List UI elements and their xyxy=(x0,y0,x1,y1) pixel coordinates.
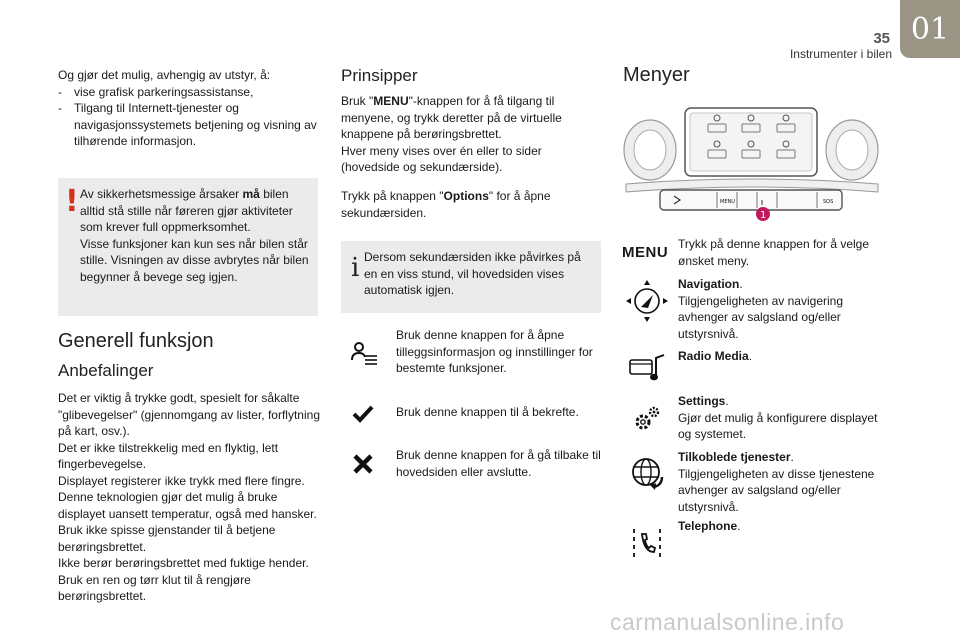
warning-box: ! Av sikkerhetsmessige årsaker må bilen … xyxy=(58,178,318,316)
options-button-text: Bruk denne knappen for å åpne tilleggsin… xyxy=(396,328,593,375)
warning-icon: ! xyxy=(65,184,79,219)
back-button-text: Bruk denne knappen for å gå tilbake til … xyxy=(396,448,601,479)
radio-media-icon xyxy=(628,352,668,382)
cross-icon xyxy=(352,453,374,475)
intro-lead: Og gjør det mulig, avhengig av utstyr, å… xyxy=(58,68,271,82)
svg-text:SOS: SOS xyxy=(823,199,833,205)
section-title: Instrumenter i bilen xyxy=(789,47,892,61)
menu-item-radio-media: Radio Media. xyxy=(678,349,753,363)
menu-item-connected-services: Tilkoblede tjenester. Tilgjengeligheten … xyxy=(678,450,875,514)
recommendations-heading: Anbefalinger xyxy=(58,361,154,380)
svg-text:MENU: MENU xyxy=(720,199,735,205)
paragraph: Det er ikke tilstrekkelig med en flyktig… xyxy=(58,440,279,472)
menu-item-navigation: Navigation. Tilgjengeligheten av naviger… xyxy=(678,277,843,341)
paragraph: Bruk ikke spisse gjenstander til å betje… xyxy=(58,523,276,554)
general-heading: Generell funksjon xyxy=(58,330,214,352)
navigation-icon xyxy=(624,278,670,324)
menu-key-text: Trykk på denne knappen for å velge ønske… xyxy=(678,237,870,268)
connected-services-icon xyxy=(628,455,666,493)
info-text: Dersom sekundærsiden ikke påvirkes på en… xyxy=(364,250,581,297)
intro-list: vise grafisk parkeringsassistanse, Tilga… xyxy=(58,84,320,150)
svg-text:1: 1 xyxy=(760,210,766,221)
options-icon xyxy=(350,340,378,366)
menu-item-settings: Settings. Gjør det mulig å konfigurere d… xyxy=(678,394,878,441)
paragraph: Displayet registerer ikke trykk med fler… xyxy=(58,473,305,488)
principles-heading: Prinsipper xyxy=(341,66,418,85)
paragraph: Bruk en ren og tørr klut til å rengjøre … xyxy=(58,572,251,604)
paragraph: Det er viktig å trykke godt, spesielt fo… xyxy=(58,391,320,438)
warning-text: Av sikkerhetsmessige årsaker må bilen al… xyxy=(80,187,309,284)
paragraph: Denne teknologien gjør det mulig å bruke… xyxy=(58,490,317,521)
recommendations-text: Det er viktig å trykke godt, spesielt fo… xyxy=(58,390,320,605)
chapter-tab: 01 xyxy=(900,0,960,58)
menus-heading: Menyer xyxy=(623,64,690,86)
menu-item-telephone: Telephone. xyxy=(678,519,741,533)
list-item: vise grafisk parkeringsassistanse, xyxy=(58,84,320,101)
settings-icon xyxy=(632,404,662,434)
telephone-icon xyxy=(630,526,664,560)
paragraph: Ikke berør berøringsbrettet med fuktige … xyxy=(58,556,309,570)
paragraph: Hver meny vises over én eller to sider (… xyxy=(341,143,542,175)
paragraph: Bruk "MENU"-knappen for å få tilgang til… xyxy=(341,94,562,141)
checkmark-icon xyxy=(352,405,374,423)
info-box: i Dersom sekundærsiden ikke påvirkes på … xyxy=(341,241,601,313)
options-paragraph: Trykk på knappen "Options" for å åpne se… xyxy=(341,189,551,220)
info-icon: i xyxy=(351,253,360,283)
list-item: Tilgang til Internett-tjenester og navig… xyxy=(58,100,320,150)
dashboard-illustration: MENU SOS 1 xyxy=(622,100,882,233)
menu-key-label: MENU xyxy=(622,244,669,261)
watermark: carmanualsonline.info xyxy=(610,609,845,635)
page-number: 35 xyxy=(873,30,890,47)
principles-text: Bruk "MENU"-knappen for å få tilgang til… xyxy=(341,93,603,176)
confirm-button-text: Bruk denne knappen til å bekrefte. xyxy=(396,405,579,419)
intro-block: Og gjør det mulig, avhengig av utstyr, å… xyxy=(58,67,320,150)
